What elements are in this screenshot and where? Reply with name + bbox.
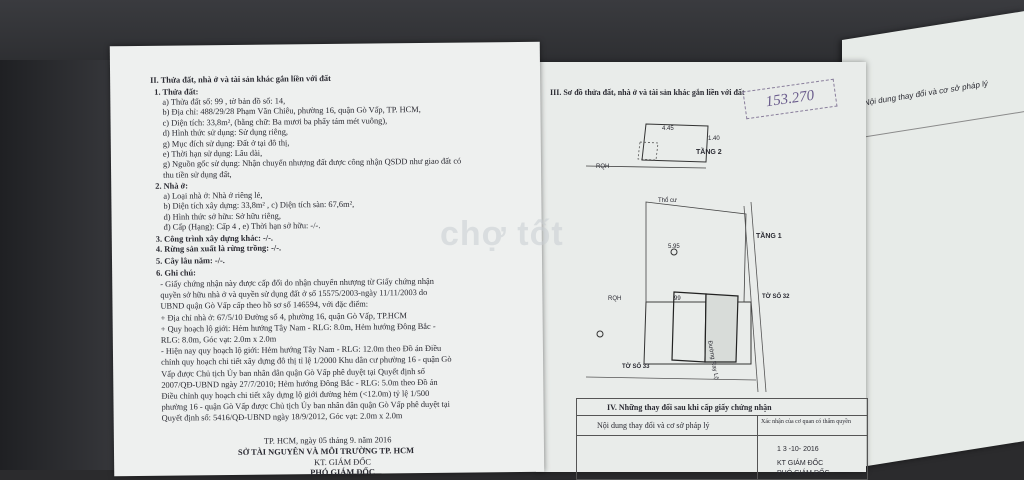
column-header: Nội dung thay đổi và cơ sở pháp lý (597, 421, 710, 430)
house-detail-line: a) Loại nhà ở: Nhà ở riêng lẻ, (163, 190, 263, 201)
note-line: UBND quận Gò Vấp cấp theo hồ sơ số 14659… (160, 299, 369, 312)
note-line: phường 16 - quận Gò Vấp được Chủ tịch Ủy… (161, 399, 450, 412)
issue-date: TP. HCM, ngày 05 tháng 9. năm 2016 (263, 435, 392, 446)
certificate-page-left: II. Thửa đất, nhà ở và tài sản khác gắn … (109, 41, 545, 478)
changes-table-title: IV. Những thay đổi sau khi cấp giấy chứn… (607, 403, 772, 412)
map-sheet-label: TỜ SỐ 33 (622, 364, 650, 370)
certification-kt: KT GIÁM ĐỐC (777, 460, 824, 467)
land-plot-diagram (585, 123, 767, 392)
notes-heading: 6. Ghi chú: (156, 268, 196, 278)
land-heading: 1. Thửa đất: (154, 87, 199, 97)
land-detail-line: g) Mục đích sử dụng: Đất ở tại đô thị, (162, 137, 290, 149)
land-detail-line: e) Thời hạn sử dụng: Lâu dài, (162, 148, 263, 159)
certificate-page-right: III. Sơ đồ thửa đất, nhà ở và tài sản kh… (536, 62, 868, 480)
divider (842, 111, 1024, 141)
dimension-label: 4.45 (662, 126, 674, 132)
forest-item: 4. Rừng sản xuất là rừng trồng: -/-. (155, 243, 282, 254)
column-header: Xác nhận của cơ quan có thẩm quyền (761, 419, 851, 425)
dimension-label: 5.95 (668, 244, 680, 250)
floor-2-label: TẦNG 2 (696, 149, 722, 156)
land-detail-line: g) Nguồn gốc sử dụng: Nhận chuyển nhượng… (162, 156, 462, 170)
section-title-ii: II. Thửa đất, nhà ở và tài sản khác gắn … (150, 73, 331, 85)
note-line: Quyết định số: 5416/QĐ-UBND ngày 18/9/20… (161, 411, 403, 424)
map-sheet-label: TỜ SỐ 32 (762, 294, 790, 300)
issuing-agency: SỞ TÀI NGUYÊN VÀ MÔI TRƯỜNG TP. HCM (237, 446, 415, 457)
parcel-number: 99 (674, 296, 681, 302)
note-line: RLG: 8.0m, Góc vạt: 2.0m x 2.0m (160, 334, 277, 345)
changes-table: IV. Những thay đổi sau khi cấp giấy chứn… (576, 398, 868, 480)
watermark-logo: chợ tốt (440, 215, 564, 253)
signature-title: PHÓ GIÁM ĐỐC (310, 467, 375, 478)
land-detail-line: c) Diện tích: 33,8m², (bằng chữ: Ba mươi… (162, 116, 388, 128)
divider (577, 435, 867, 436)
rqh-label: RQH (608, 296, 622, 302)
certification-deputy: PHÓ GIÁM ĐỐC (777, 470, 830, 477)
note-line: + Quy hoạch lộ giới: Hẻm hướng Tây Nam -… (160, 321, 436, 334)
divider (757, 415, 758, 479)
land-detail-line: thu tiền sử dụng đất, (163, 169, 232, 180)
rqh-label: RQH (596, 164, 610, 170)
perennial-trees: 5. Cây lâu năm: -/-. (155, 256, 225, 266)
signature-kt: KT. GIÁM ĐỐC (314, 457, 372, 468)
tho-cu-label: Thổ cư (658, 198, 678, 204)
dimension-label: 1.40 (708, 136, 720, 142)
note-line: quyền sở hữu nhà ở và quyền sử dụng đất … (160, 288, 428, 300)
house-detail-line: d) Hình thức sở hữu: Sở hữu riêng, (163, 211, 281, 222)
section-title-iii: III. Sơ đồ thửa đất, nhà ở và tài sản kh… (550, 88, 745, 97)
divider (577, 415, 867, 416)
house-detail-line: b) Diện tích xây dựng: 33,8m² , c) Diện … (163, 200, 355, 212)
house-heading: 2. Nhà ở: (155, 181, 189, 191)
certification-date: 1 3 -10- 2016 (777, 446, 819, 453)
floor-1-label: TẦNG 1 (756, 233, 782, 240)
third-page-heading: Nội dung thay đổi và cơ sở pháp lý (864, 78, 988, 108)
certificate-next-page: Nội dung thay đổi và cơ sở pháp lý (842, 11, 1024, 470)
house-detail-line: đ) Cấp (Hạng): Cấp 4 , e) Thời hạn sở hữ… (163, 221, 321, 232)
